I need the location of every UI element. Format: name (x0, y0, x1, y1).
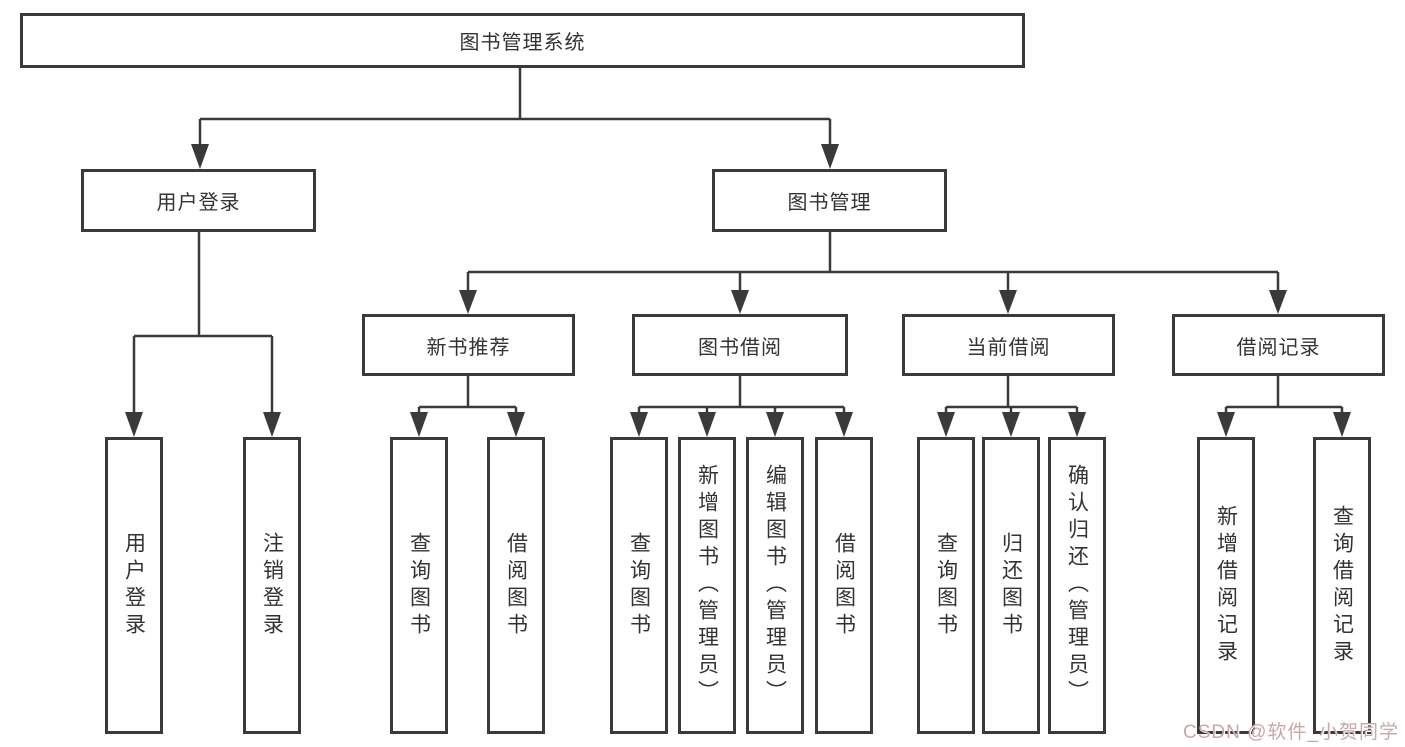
leaf-label: 借阅图书 (832, 531, 856, 640)
leaf-user-login: 用户登录 (105, 437, 163, 734)
leaf-confirm-return-admin: 确认归还（管理员） (1048, 437, 1106, 734)
node-new-book-recommendation: 新书推荐 (362, 314, 575, 376)
leaf-label: 用户登录 (122, 531, 146, 640)
node-current-borrowing: 当前借阅 (902, 314, 1115, 376)
leaf-label: 确认归还（管理员） (1065, 464, 1089, 707)
csdn-watermark: CSDN @软件_小贺同学 (1183, 722, 1399, 743)
node-book-management: 图书管理 (712, 169, 947, 232)
leaf-query-books-current: 查询图书 (917, 437, 975, 734)
node-label: 新书推荐 (426, 336, 511, 359)
leaf-return-books: 归还图书 (982, 437, 1040, 734)
node-label: 图书借阅 (698, 336, 782, 359)
node-borrowing-records: 借阅记录 (1172, 314, 1385, 376)
node-user-login: 用户登录 (81, 169, 316, 232)
node-label: 借阅记录 (1236, 336, 1321, 359)
leaf-label: 新增借阅记录 (1214, 504, 1238, 667)
leaf-label: 归还图书 (999, 531, 1023, 640)
node-label: 图书管理系统 (459, 32, 586, 54)
leaf-borrow-books-recommend: 借阅图书 (487, 437, 545, 734)
node-book-borrowing: 图书借阅 (632, 314, 848, 376)
leaf-label: 编辑图书（管理员） (763, 464, 787, 707)
leaf-add-borrow-record: 新增借阅记录 (1197, 437, 1255, 734)
node-library-management-system: 图书管理系统 (20, 13, 1025, 68)
leaf-label: 查询图书 (934, 531, 958, 640)
leaf-query-borrow-record: 查询借阅记录 (1313, 437, 1371, 734)
leaf-add-books-admin: 新增图书（管理员） (678, 437, 736, 734)
leaf-label: 查询图书 (407, 531, 431, 640)
leaf-logout: 注销登录 (243, 437, 301, 734)
leaf-label: 新增图书（管理员） (695, 464, 719, 707)
leaf-label: 查询图书 (627, 531, 651, 640)
leaf-query-books-recommend: 查询图书 (390, 437, 448, 734)
leaf-borrow-books-borrowing: 借阅图书 (815, 437, 873, 734)
leaf-edit-books-admin: 编辑图书（管理员） (746, 437, 804, 734)
leaf-label: 借阅图书 (504, 531, 528, 640)
leaf-label: 查询借阅记录 (1330, 504, 1354, 667)
leaf-label: 注销登录 (260, 531, 284, 640)
node-label: 图书管理 (787, 192, 872, 214)
leaf-query-books-borrowing: 查询图书 (610, 437, 668, 734)
node-label: 当前借阅 (966, 336, 1051, 359)
node-label: 用户登录 (156, 192, 241, 214)
